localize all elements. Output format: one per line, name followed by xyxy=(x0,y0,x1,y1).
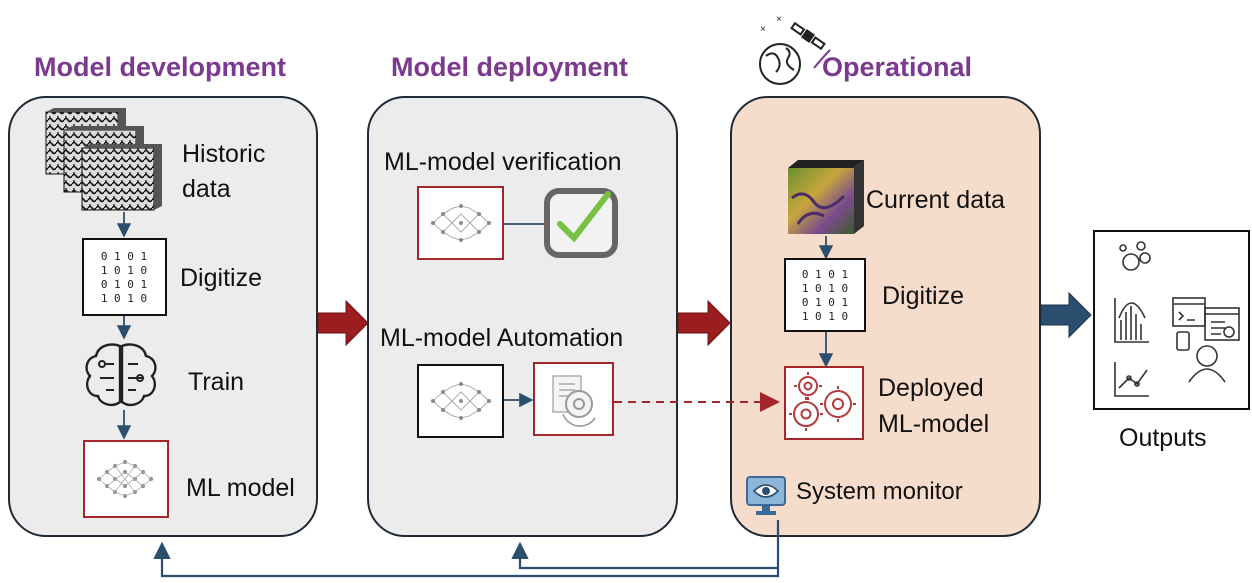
brain-circuit-icon xyxy=(85,343,157,407)
historic-data-stack-icon xyxy=(45,108,162,211)
binary-digits-icon: 0 1 0 1 1 0 1 0 0 1 0 1 1 0 1 0 xyxy=(802,268,848,323)
monitor-eye-icon xyxy=(746,476,786,515)
arrow-dev-to-deploy xyxy=(318,299,369,347)
automation-gear-icon xyxy=(552,375,596,427)
binary-row: 0 1 0 1 xyxy=(101,278,147,291)
outputs-icons xyxy=(1114,241,1240,397)
dev-digitize-label: Digitize xyxy=(180,264,262,292)
binary-row: 1 0 1 0 xyxy=(101,292,147,305)
neural-network-icon xyxy=(431,204,491,242)
deployed-model-box xyxy=(784,366,864,440)
binary-row: 0 1 0 1 xyxy=(802,296,848,309)
arrow-deploy-to-operational xyxy=(678,299,731,347)
automation-process-box xyxy=(533,362,614,436)
verification-label: ML-model verification xyxy=(384,148,622,176)
binary-row: 1 0 1 0 xyxy=(802,282,848,295)
binary-digits-icon: 0 1 0 1 1 0 1 0 0 1 0 1 1 0 1 0 xyxy=(101,250,147,305)
checkmark-icon xyxy=(544,188,618,258)
deployment-panel xyxy=(367,96,678,537)
dev-ml-model-label: ML model xyxy=(186,474,295,502)
dev-digitize-box: 0 1 0 1 1 0 1 0 0 1 0 1 1 0 1 0 xyxy=(82,238,167,316)
operational-title: Operational xyxy=(822,52,973,82)
op-digitize-label: Digitize xyxy=(882,282,964,310)
binary-row: 1 0 1 0 xyxy=(101,264,147,277)
development-title: Model development xyxy=(34,52,287,82)
train-label: Train xyxy=(188,368,245,396)
outputs-box xyxy=(1093,230,1250,410)
deployed-label-line1: Deployed xyxy=(878,374,984,402)
automation-ml-model-box xyxy=(417,364,504,438)
satellite-globe-icon: × × xyxy=(759,14,831,85)
binary-row: 0 1 0 1 xyxy=(802,268,848,281)
binary-row: 0 1 0 1 xyxy=(101,250,147,263)
binary-row: 1 0 1 0 xyxy=(802,310,848,323)
neural-network-icon xyxy=(97,460,153,498)
deployed-label-line2: ML-model xyxy=(878,410,990,438)
svg-text:×: × xyxy=(776,14,782,25)
operational-panel xyxy=(730,96,1041,537)
deployment-title: Model deployment xyxy=(391,52,629,82)
outputs-label: Outputs xyxy=(1119,424,1207,452)
dev-ml-model-box xyxy=(83,440,169,518)
historic-data-label-line2: data xyxy=(182,175,231,203)
satellite-image-cube-icon xyxy=(788,160,864,234)
verify-ml-model-box xyxy=(417,186,504,260)
neural-network-icon xyxy=(431,382,491,420)
arrow-operational-to-outputs xyxy=(1041,291,1092,339)
svg-text:×: × xyxy=(760,24,766,35)
current-data-label: Current data xyxy=(866,186,1005,214)
historic-data-label-line1: Historic xyxy=(182,140,266,168)
gears-icon xyxy=(789,372,856,431)
op-digitize-box: 0 1 0 1 1 0 1 0 0 1 0 1 1 0 1 0 xyxy=(784,258,866,332)
automation-label: ML-model Automation xyxy=(380,324,624,352)
system-monitor-label: System monitor xyxy=(796,478,963,505)
